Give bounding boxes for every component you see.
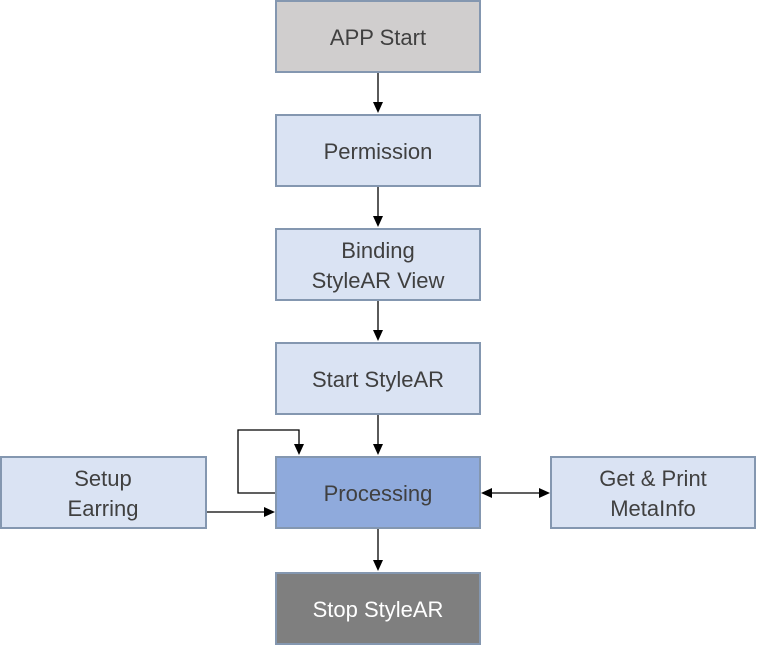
node-label: APP Start [330, 25, 426, 50]
node-get-print-metainfo: Get & Print MetaInfo [550, 456, 756, 529]
edge-start-stylear-to-processing [373, 414, 383, 455]
edge-app-start-to-permission [373, 72, 383, 113]
edge-permission-to-binding [373, 186, 383, 227]
node-app-start: APP Start [275, 0, 481, 73]
node-label-line-1: Get & Print [599, 466, 707, 491]
edge-setup-earring-to-processing [206, 507, 275, 517]
node-label: Stop StyleAR [313, 597, 444, 622]
node-setup-earring: Setup Earring [0, 456, 207, 529]
node-label: Permission [324, 139, 433, 164]
edge-processing-get-print-bidirectional [481, 488, 550, 498]
node-binding-stylear-view: Binding StyleAR View [275, 228, 481, 301]
node-start-stylear: Start StyleAR [275, 342, 481, 415]
node-label-line-2: StyleAR View [312, 268, 445, 293]
node-label-line-1: Setup [74, 466, 132, 491]
node-label: Processing [324, 481, 433, 506]
node-stop-stylear: Stop StyleAR [275, 572, 481, 645]
node-label: Start StyleAR [312, 367, 444, 392]
edge-processing-self-loop [237, 429, 304, 494]
node-label-line-2: Earring [68, 496, 139, 521]
node-permission: Permission [275, 114, 481, 187]
node-label-line-2: MetaInfo [610, 496, 696, 521]
edge-binding-to-start-stylear [373, 300, 383, 341]
node-processing: Processing [275, 456, 481, 529]
node-label-line-1: Binding [341, 238, 414, 263]
edge-processing-to-stop-stylear [373, 528, 383, 571]
edges [206, 72, 550, 571]
